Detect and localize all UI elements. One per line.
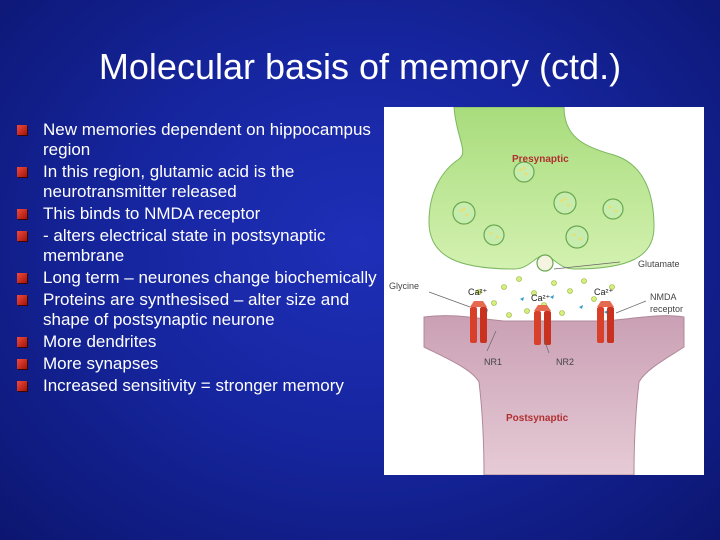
bullet-marker-icon	[17, 209, 27, 219]
vesicle	[513, 161, 535, 183]
postsynaptic-neuron	[423, 315, 685, 475]
bullet-item: Proteins are synthesised – alter size an…	[17, 290, 387, 330]
glutamate-label: Glutamate	[638, 259, 680, 269]
nmda-receptor-right	[597, 301, 614, 343]
bullet-list: New memories dependent on hippocampus re…	[17, 120, 387, 398]
fusing-vesicle	[536, 254, 554, 272]
vesicle-group	[452, 161, 624, 249]
bullet-marker-icon	[17, 231, 27, 241]
bullet-item: Long term – neurones change biochemicall…	[17, 268, 387, 288]
slide-title: Molecular basis of memory (ctd.)	[98, 46, 622, 87]
ca-left-label: Ca²⁺	[468, 287, 488, 297]
vesicle	[483, 224, 505, 246]
presynaptic-label: Presynaptic	[512, 154, 569, 165]
bullet-item: New memories dependent on hippocampus re…	[17, 120, 387, 160]
nr1-label: NR1	[484, 357, 502, 367]
bullet-marker-icon	[17, 295, 27, 305]
receptor-label: receptor	[650, 304, 683, 314]
nmda-receptor-center	[534, 305, 551, 345]
synapse-diagram: Presynaptic	[384, 107, 704, 475]
postsynaptic-label: Postsynaptic	[506, 413, 569, 424]
vesicle	[553, 191, 577, 215]
nmda-label: NMDA	[650, 292, 677, 302]
bullet-item: This binds to NMDA receptor	[17, 204, 387, 224]
glutamate-particles	[476, 276, 615, 318]
bullet-item: Increased sensitivity = stronger memory	[17, 376, 387, 396]
vesicle	[452, 201, 476, 225]
glycine-label: Glycine	[389, 281, 419, 291]
bullet-item: - alters electrical state in postsynapti…	[17, 226, 387, 266]
ca-center-label: Ca²⁺	[531, 293, 551, 303]
bullet-item: In this region, glutamic acid is the neu…	[17, 162, 387, 202]
bullet-marker-icon	[17, 359, 27, 369]
bullet-item: More dendrites	[17, 332, 387, 352]
bullet-marker-icon	[17, 125, 27, 135]
bullet-marker-icon	[17, 337, 27, 347]
presynaptic-terminal	[428, 107, 655, 270]
bullet-item: More synapses	[17, 354, 387, 374]
ca-right-label: Ca²⁺	[594, 287, 614, 297]
nmda-receptor-left	[470, 301, 487, 343]
vesicle	[602, 198, 624, 220]
vesicle	[565, 225, 589, 249]
bullet-marker-icon	[17, 273, 27, 283]
nr2-label: NR2	[556, 357, 574, 367]
bullet-marker-icon	[17, 167, 27, 177]
bullet-marker-icon	[17, 381, 27, 391]
synapse-diagram-svg: Presynaptic	[389, 107, 685, 475]
